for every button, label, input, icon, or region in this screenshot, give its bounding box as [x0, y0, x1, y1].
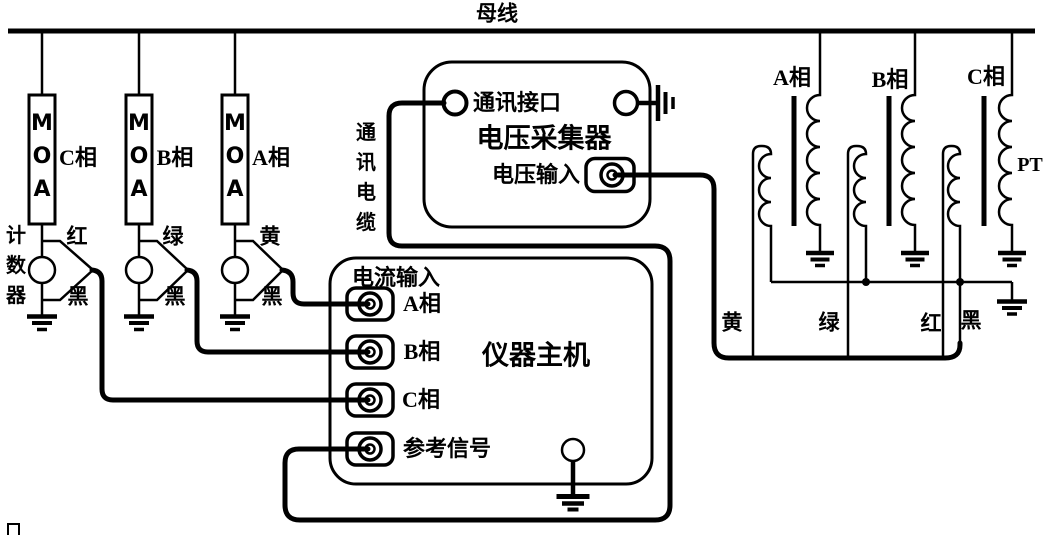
pt-phase-b-label: B相 — [871, 67, 909, 92]
comm-port-label: 通讯接口 — [472, 90, 562, 115]
moa-unit-b — [124, 33, 371, 355]
ground-symbol — [806, 250, 834, 268]
comm-port-terminal — [441, 89, 469, 117]
pt-label: PT — [1017, 154, 1043, 176]
ref-signal-terminal — [345, 431, 395, 467]
current-input-label: 电流输入 — [351, 265, 441, 290]
wire-fork-top — [139, 239, 189, 271]
wire-color-label: 黄 — [259, 224, 281, 249]
collector-ground-symbol — [637, 85, 675, 121]
current-input-terminal-b — [345, 334, 395, 370]
collector-title: 电压采集器 — [476, 123, 612, 154]
current-input-terminal-c — [345, 382, 395, 418]
voltage-collector-box — [422, 60, 652, 229]
pt-voltage-cable — [612, 172, 963, 361]
comm-cable-label: 通讯电缆 — [356, 122, 376, 234]
junction-dot — [862, 278, 870, 286]
ground-symbol — [220, 314, 250, 332]
pt-secondary-coil — [846, 144, 868, 358]
input-phase-b-label: B相 — [403, 339, 441, 364]
moa-phase-label-a: A相 — [252, 145, 290, 170]
wire-fork-top — [42, 239, 94, 271]
pt-phase-b — [846, 33, 929, 358]
moa-device-label: MOA — [128, 111, 150, 202]
pt-phase-c — [941, 33, 1026, 358]
ground-symbol — [124, 314, 154, 332]
moa-unit-a — [220, 33, 371, 332]
counter-cable-a — [279, 267, 371, 307]
moa-device-label: MOA — [224, 111, 246, 202]
moa-unit-c — [27, 33, 371, 403]
pt-wire-color-red: 红 — [920, 311, 942, 336]
wire-color-label: 黑 — [261, 284, 283, 309]
counter-circle — [220, 255, 250, 285]
counter-cable-b — [184, 267, 371, 355]
wire-color-label: 黑 — [67, 284, 89, 309]
moa-phase-label-b: B相 — [156, 145, 194, 170]
pt-phase-a-label: A相 — [773, 65, 811, 90]
pt-primary-coil — [900, 33, 917, 251]
wire-fork-bottom — [139, 269, 189, 302]
voltage-input-label: 电压输入 — [491, 162, 581, 187]
pt-phase-a — [751, 33, 834, 358]
moa-phase-label-c: C相 — [59, 145, 97, 170]
wire-fork-bottom — [42, 269, 94, 302]
ground-symbol — [27, 314, 57, 332]
pt-wire-color-green: 绿 — [818, 310, 840, 335]
counter-circle — [27, 255, 57, 285]
moa-device-label: MOA — [31, 111, 53, 202]
wire-color-label: 红 — [66, 224, 88, 249]
instrument-box — [328, 256, 654, 486]
counter-cable-c — [89, 267, 371, 403]
wire-fork-bottom — [235, 269, 284, 302]
pt-secondary-coil — [751, 144, 773, 358]
ground-symbol — [998, 250, 1026, 268]
input-phase-c-label: C相 — [402, 387, 440, 412]
pt-secondary-coil — [941, 144, 962, 358]
wire-color-label: 黑 — [164, 284, 186, 309]
counter-circle — [124, 255, 154, 285]
instrument-ground — [556, 437, 590, 512]
pt-wire-color-yellow: 黄 — [721, 310, 743, 335]
collector-ground-terminal — [612, 89, 640, 117]
instrument-title: 仪器主机 — [482, 340, 590, 371]
pt-wire-color-black: 黑 — [960, 308, 982, 333]
pt-primary-coil — [997, 33, 1014, 251]
input-phase-a-label: A相 — [403, 291, 441, 316]
artifact-square — [7, 523, 20, 535]
wire-color-label: 绿 — [162, 224, 184, 249]
counter-label: 计数器 — [6, 225, 26, 307]
pt-common-ground — [997, 282, 1027, 316]
busbar-label: 母线 — [476, 1, 518, 26]
wire-fork-top — [235, 239, 284, 271]
ref-signal-label: 参考信号 — [402, 436, 492, 461]
current-input-terminal-a — [345, 286, 395, 322]
ground-symbol — [901, 250, 929, 268]
pt-phase-c-label: C相 — [967, 64, 1005, 89]
pt-primary-coil — [805, 33, 822, 251]
comm-cable — [282, 100, 673, 523]
